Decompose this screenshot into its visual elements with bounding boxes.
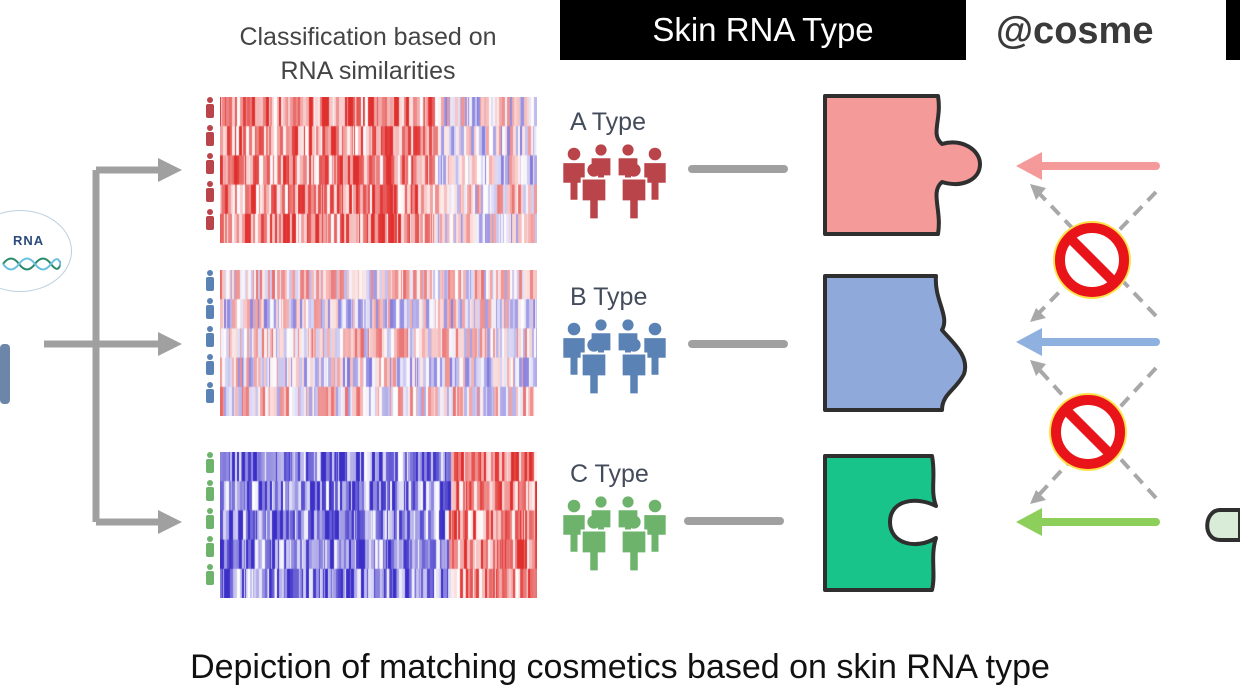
- classification-title: Classification based on RNA similarities: [200, 20, 536, 88]
- header-edge-bar: [1226, 0, 1240, 60]
- brand-label: @cosme: [996, 10, 1154, 52]
- person-icon: [0, 344, 10, 404]
- classification-title-line1: Classification based on: [239, 23, 497, 51]
- puzzle-piece-c: [823, 454, 938, 592]
- puzzle-piece-b: [823, 274, 968, 412]
- rna-helix-icon: [2, 257, 61, 271]
- no-entry-icon: [1053, 221, 1131, 299]
- sample-people-a-icon: [206, 97, 214, 230]
- title-bar: Skin RNA Type: [560, 0, 966, 60]
- type-label-a: A Type: [570, 108, 646, 136]
- group-people-a-icon: [561, 144, 668, 221]
- matching-diagram: [684, 94, 1240, 592]
- puzzle-piece-a: [823, 94, 982, 236]
- heatmap-a: [220, 97, 537, 243]
- sample-people-b-icon: [206, 270, 214, 403]
- rna-label: RNA: [13, 233, 45, 248]
- group-people-b-icon: [561, 319, 668, 396]
- sample-people-c-icon: [206, 452, 214, 585]
- classification-title-line2: RNA similarities: [280, 57, 456, 85]
- type-label-b: B Type: [570, 283, 648, 311]
- branch-arrows: [0, 158, 182, 534]
- sample-person-columns: [206, 97, 214, 585]
- product-icon: [1205, 508, 1240, 542]
- no-entry-icon: [1049, 393, 1127, 471]
- type-label-c: C Type: [570, 460, 649, 488]
- title-text: Skin RNA Type: [652, 11, 874, 48]
- group-people-c-icon: [561, 496, 668, 573]
- heatmap-c: [220, 452, 537, 598]
- caption: Depiction of matching cosmetics based on…: [190, 648, 1050, 686]
- heatmap-b: [220, 270, 537, 416]
